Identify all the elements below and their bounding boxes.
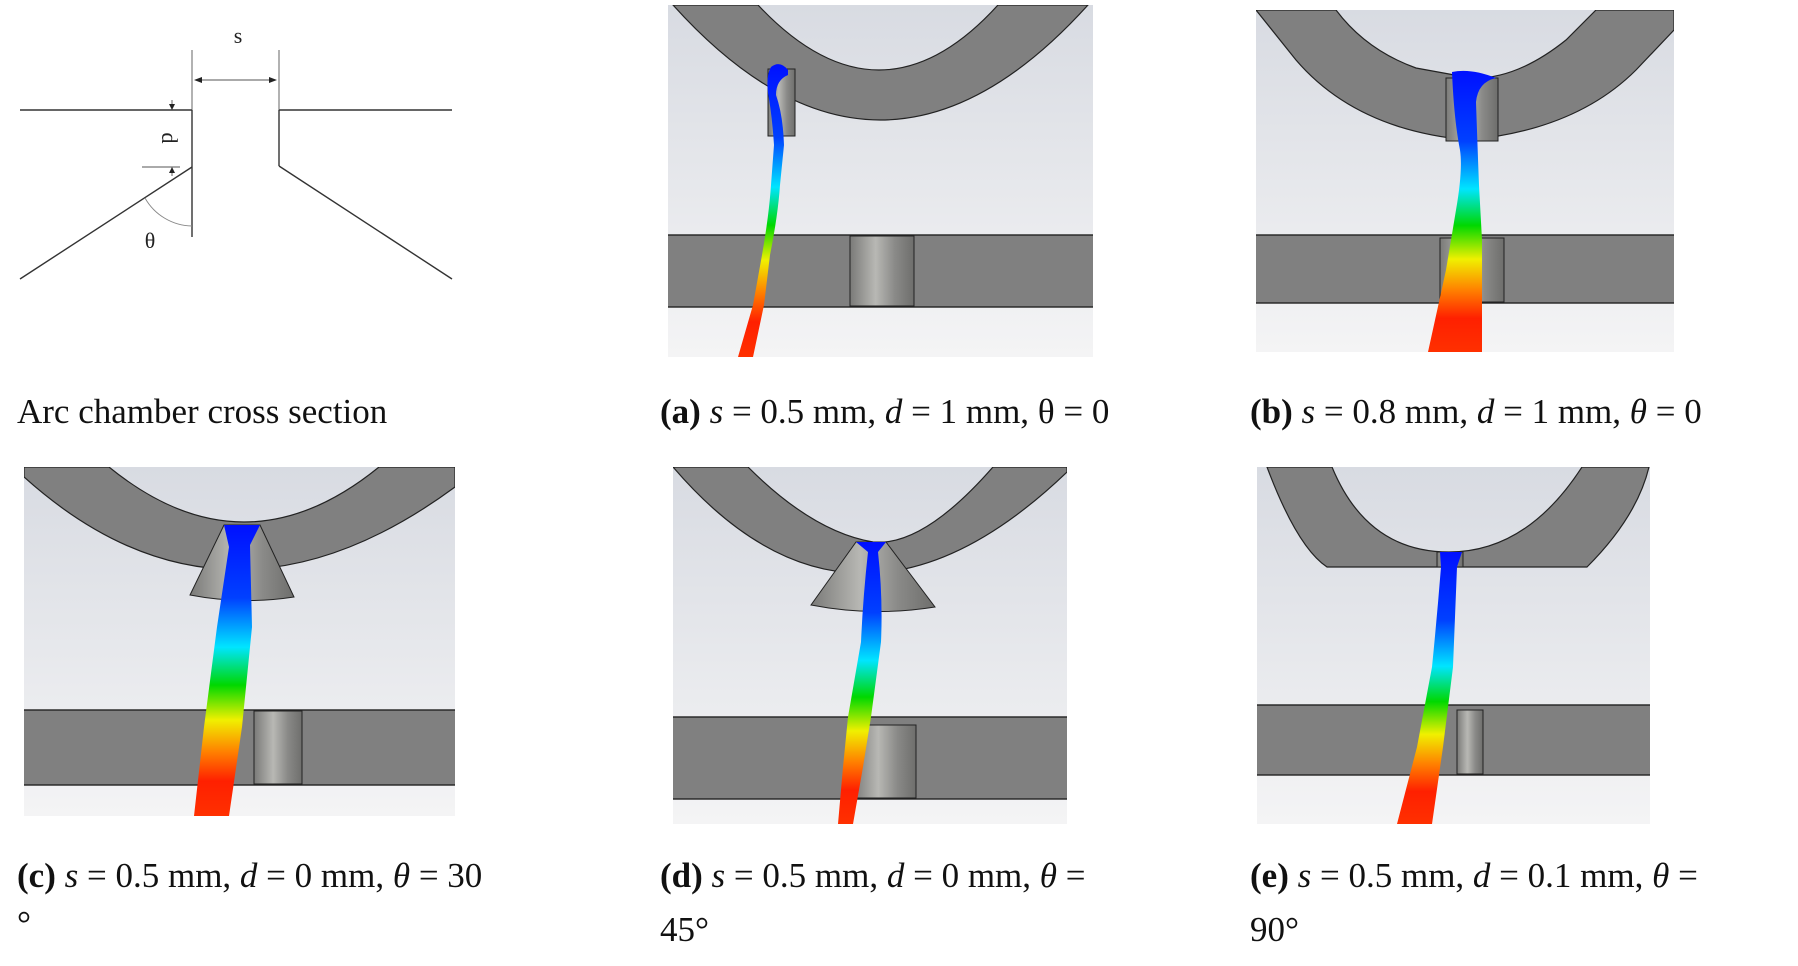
- caption-b-theta: θ: [1629, 392, 1647, 431]
- caption-c-d: d: [239, 856, 258, 895]
- caption-c-d-value: = 0 mm,: [257, 856, 393, 895]
- caption-e-s: s: [1297, 856, 1312, 895]
- simulation-panel-b: [1256, 10, 1674, 352]
- diagram-caption: Arc chamber cross section: [17, 392, 388, 431]
- caption-b-s: s: [1301, 392, 1316, 431]
- label-d: d: [157, 133, 182, 144]
- caption-b-d-value: = 1 mm,: [1494, 392, 1630, 431]
- caption-d-d: d: [886, 856, 905, 895]
- cross-section-drawing: s d θ: [19, 23, 453, 280]
- caption-a-d: d: [884, 392, 903, 431]
- caption-e-label: (e): [1250, 856, 1298, 895]
- caption-d-d-value: = 0 mm,: [904, 856, 1040, 895]
- label-theta: θ: [145, 228, 156, 253]
- caption-e-theta-value: =: [1669, 856, 1698, 895]
- simulation-panel-c: [24, 467, 455, 816]
- caption-d-s-value: = 0.5 mm,: [725, 856, 887, 895]
- caption-b-s-value: = 0.8 mm,: [1315, 392, 1477, 431]
- caption-e: (e) s = 0.5 mm, d = 0.1 mm, θ =: [1250, 852, 1698, 900]
- caption-e-d-value: = 0.1 mm,: [1490, 856, 1653, 895]
- caption-a-theta-value: = 0: [1054, 392, 1110, 431]
- caption-d: (d) s = 0.5 mm, d = 0 mm, θ =: [660, 852, 1085, 900]
- simulation-panel-e: [1257, 467, 1650, 824]
- simulation-panel-a: [668, 5, 1093, 357]
- caption-e-line2: 90°: [1250, 910, 1299, 949]
- caption-a: (a) s = 0.5 mm, d = 1 mm, θ = 0: [660, 388, 1109, 436]
- caption-d-theta-value: =: [1056, 856, 1086, 895]
- caption-b: (b) s = 0.8 mm, d = 1 mm, θ = 0: [1250, 388, 1702, 436]
- caption-c-theta: θ: [392, 856, 411, 895]
- caption-a-d-value: = 1 mm,: [902, 392, 1038, 431]
- caption-c-s-value: = 0.5 mm,: [78, 856, 240, 895]
- caption-d-theta: θ: [1039, 856, 1057, 895]
- caption-b-d: d: [1476, 392, 1495, 431]
- caption-c-theta-value: = 30: [410, 856, 483, 895]
- caption-a-s-value: = 0.5 mm,: [723, 392, 885, 431]
- caption-e-d: d: [1472, 856, 1491, 895]
- caption-a-theta: θ: [1037, 392, 1055, 431]
- caption-d-line2: 45°: [660, 910, 709, 949]
- caption-b-theta-value: = 0: [1646, 392, 1702, 431]
- caption-e-s-value: = 0.5 mm,: [1311, 856, 1473, 895]
- caption-c-line2: °: [17, 904, 31, 943]
- caption-b-label: (b): [1250, 392, 1302, 431]
- label-s: s: [234, 23, 243, 48]
- caption-e-theta: θ: [1652, 856, 1670, 895]
- caption-a-s: s: [709, 392, 724, 431]
- caption-c-s: s: [64, 856, 79, 895]
- caption-d-s: s: [711, 856, 726, 895]
- caption-c: (c) s = 0.5 mm, d = 0 mm, θ = 30: [17, 852, 482, 900]
- cross-section-diagram: s d θ: [0, 0, 480, 300]
- caption-d-label: (d): [660, 856, 712, 895]
- caption-a-label: (a): [660, 392, 710, 431]
- caption-c-label: (c): [17, 856, 65, 895]
- simulation-panel-d: [673, 467, 1067, 824]
